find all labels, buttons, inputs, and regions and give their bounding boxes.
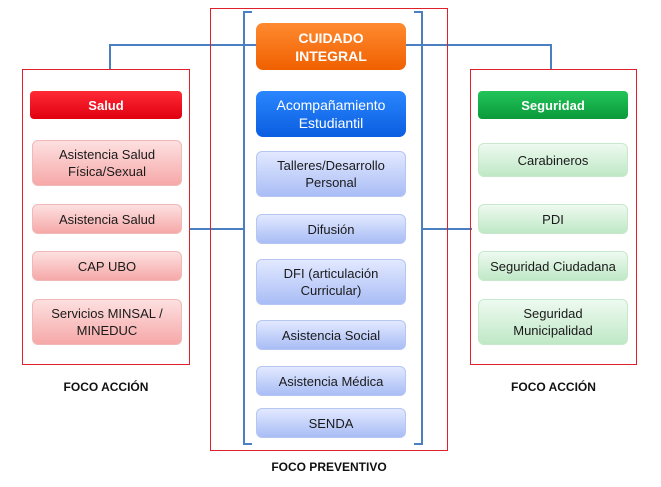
center-item-dfi: DFI (articulación Curricular) — [256, 259, 406, 305]
cuidado-integral-header: CUIDADO INTEGRAL — [256, 23, 406, 70]
salud-item-asistencia-fisica: Asistencia Salud Física/Sexual — [32, 140, 182, 186]
center-item-asistencia-social: Asistencia Social — [256, 320, 406, 350]
salud-header: Salud — [30, 91, 182, 119]
salud-frame — [22, 69, 190, 365]
center-item-talleres: Talleres/Desarrollo Personal — [256, 151, 406, 197]
salud-item-minsal: Servicios MINSAL / MINEDUC — [32, 299, 182, 345]
right-caption: FOCO ACCIÓN — [511, 380, 596, 394]
center-item-senda: SENDA — [256, 408, 406, 438]
seguridad-frame — [470, 69, 637, 365]
seguridad-item-pdi: PDI — [478, 204, 628, 234]
center-item-difusion: Difusión — [256, 214, 406, 244]
left-caption: FOCO ACCIÓN — [63, 380, 149, 394]
center-caption: FOCO PREVENTIVO — [271, 460, 387, 474]
salud-item-asistencia: Asistencia Salud — [32, 204, 182, 234]
salud-item-cap-ubo: CAP UBO — [32, 251, 182, 281]
center-item-asistencia-medica: Asistencia Médica — [256, 366, 406, 396]
center-frame — [210, 8, 448, 451]
connector-right — [404, 44, 552, 69]
connector-left — [109, 44, 256, 69]
acompanamiento-header: Acompañamiento Estudiantil — [256, 91, 406, 137]
seguridad-header: Seguridad — [478, 91, 628, 119]
seguridad-item-ciudadana: Seguridad Ciudadana — [478, 251, 628, 281]
seguridad-item-carabineros: Carabineros — [478, 143, 628, 177]
seguridad-item-municipalidad: Seguridad Municipalidad — [478, 299, 628, 345]
